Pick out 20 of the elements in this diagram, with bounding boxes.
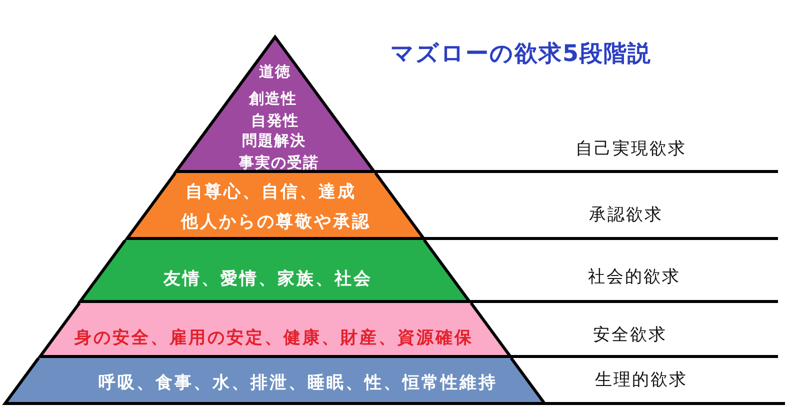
tier-text: 事実の受諾: [238, 154, 319, 172]
tier-text: 他人からの尊敬や承認: [180, 213, 371, 233]
level-label: 社会的欲求: [588, 268, 680, 288]
level-label: 自己実現欲求: [576, 140, 686, 160]
pyramid-tier: [1, 358, 549, 405]
pyramid-tier: [172, 33, 378, 173]
tier-text: 創造性: [248, 90, 297, 108]
level-label: 生理的欲求: [594, 371, 688, 391]
tier-text: 道徳: [258, 63, 291, 81]
tier-text: 呼吸、食事、水、排泄、睡眠、性、恒常性維持: [98, 374, 498, 394]
tier-text: 友情、愛情、家族、社会: [163, 270, 372, 290]
level-label: 承認欲求: [589, 206, 663, 226]
tier-text: 身の安全、雇用の安定、健康、財産、資源確保: [74, 329, 474, 349]
tier-text: 自発性: [250, 112, 299, 130]
tier-text: 自尊心、自信、達成: [185, 183, 356, 203]
tier-text: 問題解決: [242, 132, 306, 150]
pyramid-tier: [36, 303, 514, 358]
diagram-title: マズローの欲求5段階説: [390, 41, 652, 69]
level-label: 安全欲求: [593, 326, 667, 346]
pyramid-tier: [122, 173, 428, 240]
